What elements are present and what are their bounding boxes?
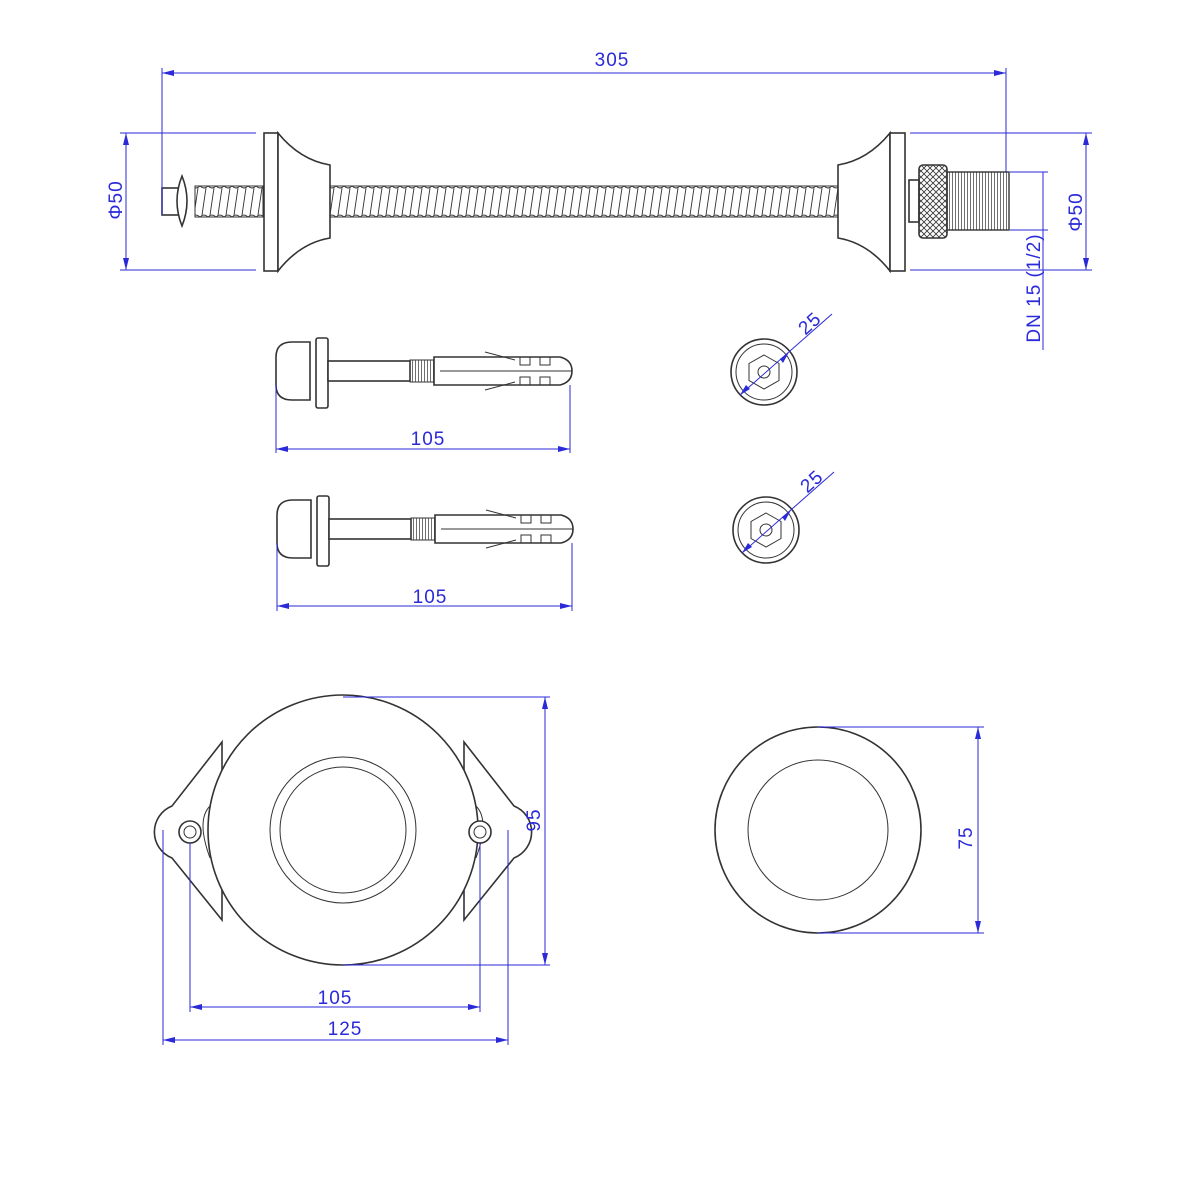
right-wall-plate: [889, 132, 906, 272]
flange-height-label: 95: [524, 808, 545, 831]
flange-dimensions: 95 105 125: [162, 696, 550, 1045]
right-cone: [837, 130, 891, 274]
hose-body: [329, 185, 839, 218]
anchor-2-dimension: 105: [276, 543, 573, 611]
anchor-1-length-label: 105: [411, 429, 446, 450]
rosette-front-view: [714, 726, 922, 934]
right-diameter-label: Φ50: [1066, 192, 1087, 231]
anchor-2-head-view: 25: [732, 466, 835, 564]
rosette-dimension: 75: [818, 726, 984, 934]
anchor-2-head-label: 25: [797, 466, 828, 497]
thread-size-label: DN 15 (1/2): [1024, 233, 1045, 342]
anchor-1-head-label: 25: [795, 308, 826, 339]
outlet-thread: [946, 171, 1010, 231]
left-diameter-label: Φ50: [106, 180, 127, 219]
hose-step: [908, 179, 920, 223]
hose-left-thread: [194, 185, 264, 218]
anchor-1-dimension: 105: [275, 385, 571, 453]
anchor-1-side-view: [275, 337, 573, 409]
flange-width-label: 125: [328, 1019, 363, 1040]
flexible-hose-side-view: [161, 130, 1010, 274]
knurled-nut: [918, 164, 948, 239]
hose-bulb: [176, 173, 188, 229]
anchor-2-length-label: 105: [413, 587, 448, 608]
wall-flange-front-view: [153, 694, 533, 966]
left-cone: [277, 130, 331, 274]
rosette-diameter-label: 75: [956, 826, 977, 849]
hose-length-label: 305: [595, 50, 630, 71]
anchor-2-side-view: [276, 495, 574, 567]
flange-hole-spacing-label: 105: [318, 988, 353, 1009]
left-wall-plate: [263, 132, 279, 272]
anchor-1-head-view: 25: [730, 308, 833, 406]
hose-dimensions: 305 Φ50 Φ50 DN 15 (1/2): [106, 50, 1092, 350]
